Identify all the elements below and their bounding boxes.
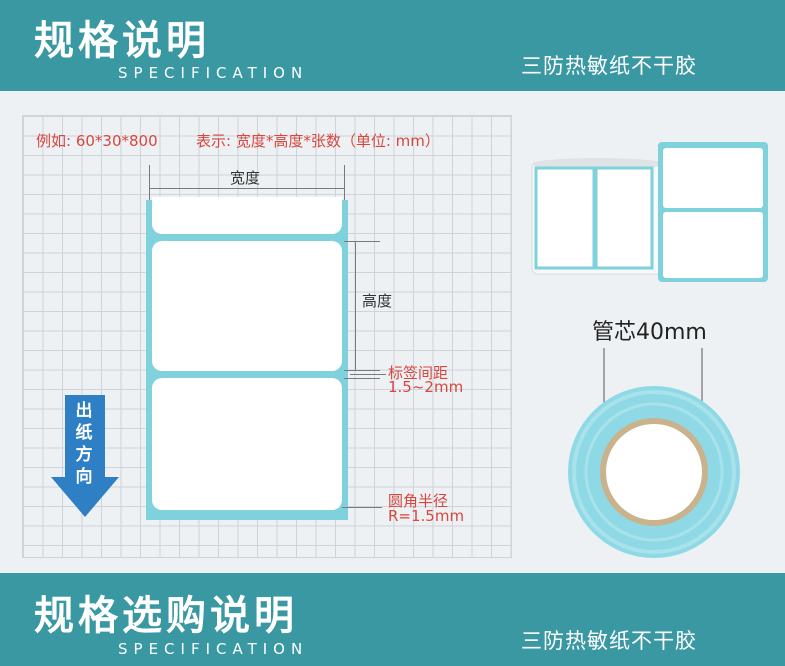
gap-tick: [344, 378, 380, 379]
header-title: 规格说明: [34, 18, 210, 64]
radius-value: R=1.5mm: [388, 507, 465, 525]
example-sample: 例如: 60*30*800: [36, 132, 158, 150]
height-tick-bottom: [344, 370, 380, 371]
width-extension-left: [149, 165, 150, 203]
footer-band: [0, 573, 785, 666]
label-bottom: [152, 378, 342, 510]
core-size-label: 管芯40mm: [592, 320, 707, 345]
width-label: 宽度: [230, 169, 261, 187]
gap-leader: [350, 374, 386, 375]
width-extension-right: [344, 165, 345, 203]
example-legend: 表示: 宽度*高度*张数（单位: mm）: [196, 132, 440, 150]
feed-direction-label: 出 纸 方 向: [75, 401, 93, 487]
height-label: 高度: [362, 292, 393, 310]
label-partial: [152, 197, 342, 234]
header-subtitle: SPECIFICATION: [118, 64, 309, 82]
footer-title: 规格选购说明: [34, 593, 298, 639]
height-dimension-line: [355, 241, 356, 371]
feed-direction-arrow-icon: [51, 395, 119, 517]
footer-tag: 三防热敏纸不干胶: [521, 629, 697, 653]
roll-cross-section: [568, 348, 740, 558]
width-dimension-line: [149, 188, 345, 189]
header-tag: 三防热敏纸不干胶: [521, 54, 697, 78]
header-band: 规格说明 SPECIFICATION 三防热敏纸不干胶: [0, 0, 785, 91]
footer-subtitle: SPECIFICATION: [118, 640, 309, 658]
radius-label: 圆角半径: [388, 492, 449, 510]
label-middle: [152, 241, 342, 371]
gap-label: 标签间距: [388, 364, 449, 382]
label-roll-photo: [531, 142, 768, 282]
height-tick-top: [344, 241, 380, 242]
gap-value: 1.5~2mm: [388, 378, 464, 396]
radius-leader: [342, 507, 382, 508]
